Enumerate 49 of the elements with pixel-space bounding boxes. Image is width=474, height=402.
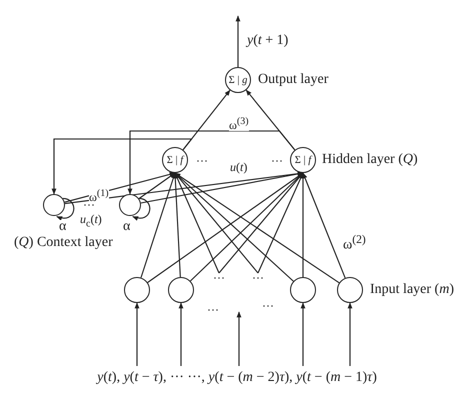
ellipsis: ··· [213,272,225,284]
neuron-circle [168,277,194,303]
ellipsis: ··· [252,272,264,284]
connection-arrow [174,172,340,284]
signal-label: u$_{c}$(t) [80,213,102,230]
ellipsis: ··· [271,155,283,167]
output-label: y(t + 1) [246,34,290,48]
connection-arrow [300,302,306,366]
connection-arrow [302,172,346,278]
input-sequence-label: y(t), y(t − τ), ··· ···, y(t − (m − 2)τ), y(t − (m − 1)τ) [97,371,377,385]
signal-label: u(t) [230,161,248,173]
neuron-circle [290,277,316,303]
neuron-circle [124,277,150,303]
self-loop-arrow [132,198,150,220]
connection-arrow [236,15,240,67]
layer-label: Output layer [258,73,328,87]
connection-arrow [246,90,296,150]
connection-arrow [64,172,176,203]
connection-arrow [348,302,352,366]
connection-arrow [147,172,304,283]
connection-arrow [300,172,306,277]
connection-arrow [128,130,296,195]
neuron-function: Σ | f [166,154,184,166]
ellipsis: ··· [196,155,208,167]
connection-arrow [236,311,242,366]
self-loop-arrow [56,198,74,220]
connection-arrow [178,302,184,366]
weight-label: ω$^{(3)}$ [229,117,249,131]
ellipsis: ··· [207,304,219,316]
neuron-circle [43,194,65,216]
neuron-circle [225,67,251,93]
weight-label: ω$^{(1)}$ [89,189,109,203]
connection-arrow [174,172,258,274]
connection-arrow [134,302,140,366]
connection-arrow [174,172,294,282]
neuron-circle [290,147,316,173]
neuron-circle [162,147,188,173]
connection-arrow [138,172,176,200]
connection-arrow [190,172,304,282]
connection-arrow [140,172,176,278]
neuron-function: Σ | g [228,74,248,86]
ellipsis: ··· [262,300,274,312]
neuron-circle [337,277,363,303]
layer-label: Hidden layer (Q) [322,153,418,167]
layer-label: (Q) Context layer [14,236,113,250]
layer-label: Input layer (m) [370,283,454,297]
neuron-function: Σ | f [294,154,312,166]
connection-arrow [52,138,193,195]
neuron-circle [119,194,141,216]
